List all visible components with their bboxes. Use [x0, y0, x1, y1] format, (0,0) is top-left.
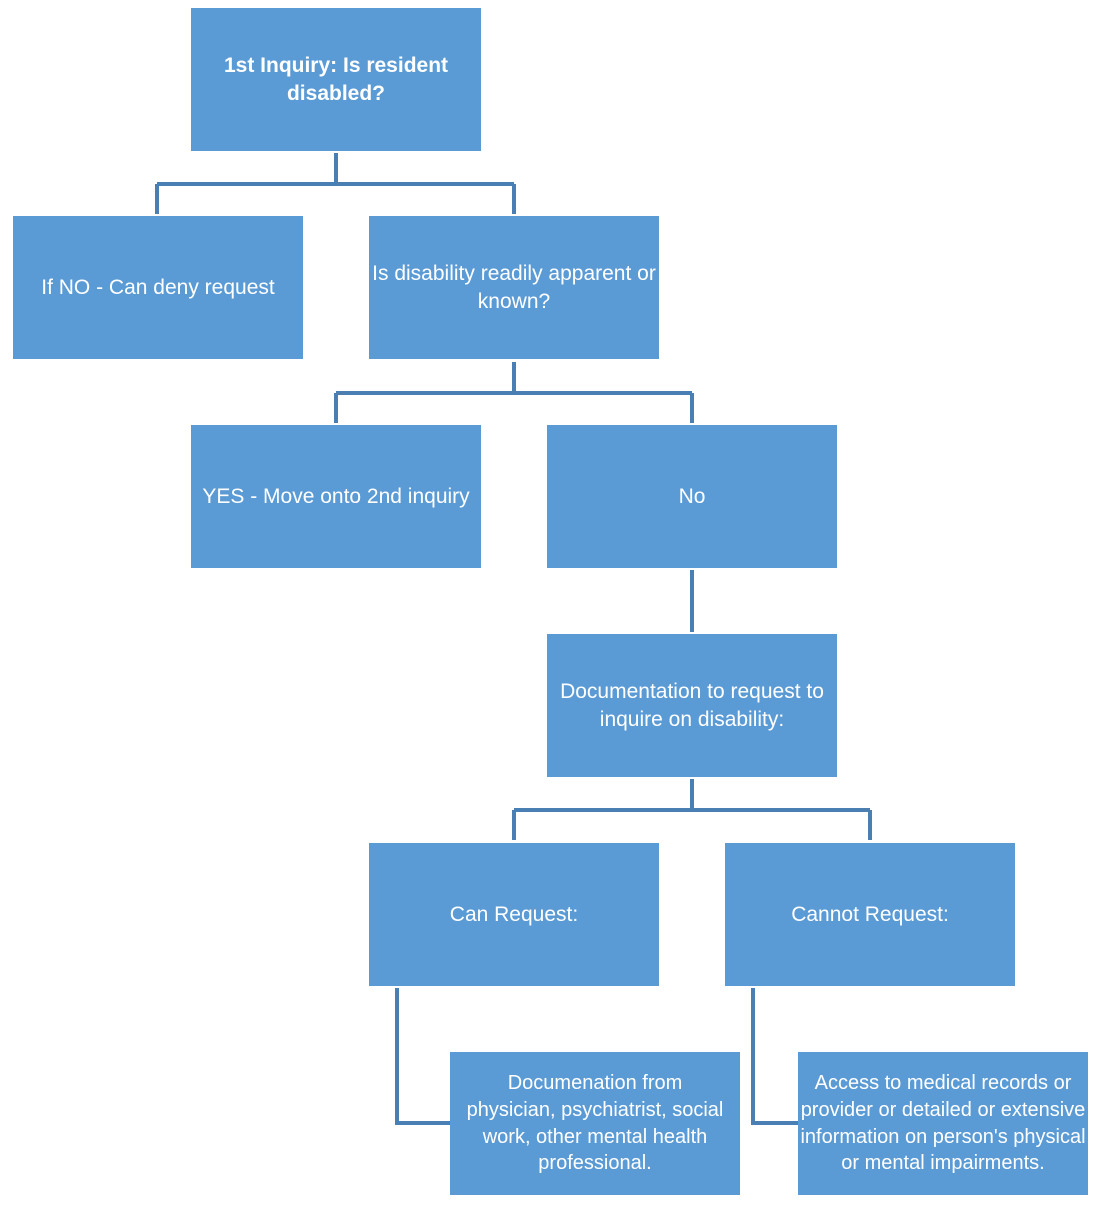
connector-documentation-to-requests: [512, 779, 872, 840]
node-first-inquiry-label: 1st Inquiry: Is resident disabled?: [223, 53, 449, 105]
node-no-label: No: [678, 484, 706, 508]
node-if-no-deny: If NO - Can deny request: [13, 216, 303, 359]
node-documentation: Documentation to request to inquire on d…: [547, 634, 837, 777]
node-no: No: [547, 425, 837, 568]
node-readily-apparent: Is disability readily apparent or known?: [369, 216, 659, 359]
node-can-detail: Documenation from physician, psychiatris…: [450, 1052, 740, 1195]
connector-cannot-to-detail: [751, 988, 798, 1125]
node-cannot-detail: Access to medical records or provider or…: [798, 1052, 1088, 1195]
node-yes-move: YES - Move onto 2nd inquiry: [191, 425, 481, 568]
connector-apparent-to-answers: [334, 362, 694, 423]
connector-can-to-detail: [395, 988, 450, 1125]
node-cannot-detail-label: Access to medical records or provider or…: [800, 1071, 1086, 1175]
node-yes-move-label: YES - Move onto 2nd inquiry: [202, 484, 470, 508]
node-can-request: Can Request:: [369, 843, 659, 986]
node-can-request-label: Can Request:: [449, 902, 579, 926]
node-can-detail-label: Documenation from physician, psychiatris…: [466, 1072, 724, 1175]
connector-root-to-level1: [155, 153, 516, 214]
node-if-no-deny-label: If NO - Can deny request: [41, 275, 275, 299]
node-readily-apparent-label: Is disability readily apparent or known?: [372, 261, 656, 313]
node-first-inquiry: 1st Inquiry: Is resident disabled?: [191, 8, 481, 151]
node-documentation-label: Documentation to request to inquire on d…: [560, 679, 824, 731]
node-cannot-request-label: Cannot Request:: [791, 902, 949, 926]
node-cannot-request: Cannot Request:: [725, 843, 1015, 986]
